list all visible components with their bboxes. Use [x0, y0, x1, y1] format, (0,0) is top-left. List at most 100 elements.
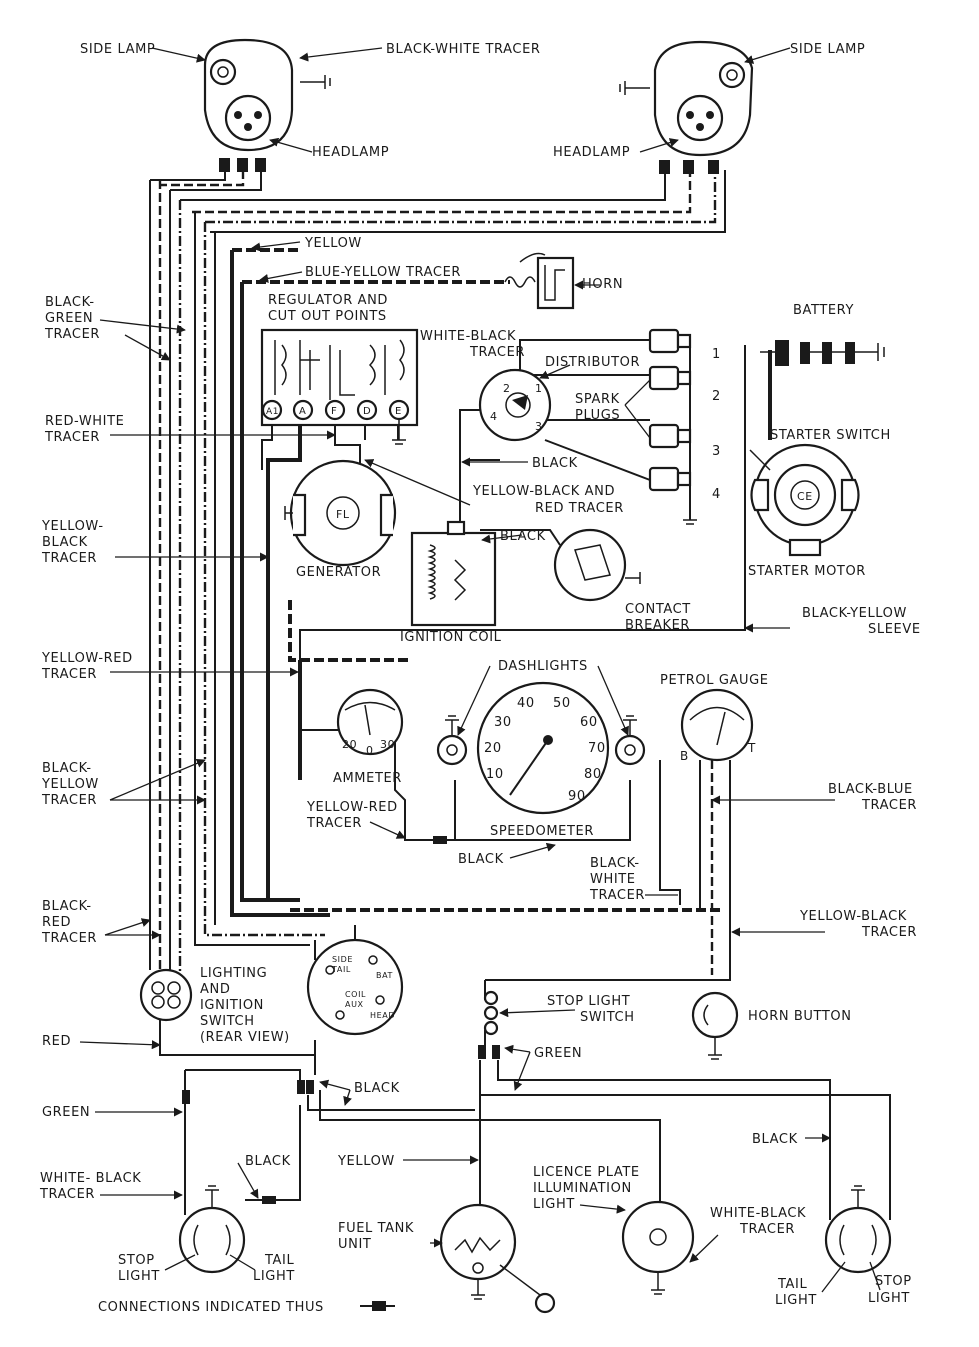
- label-stop-light-right-2: LIGHT: [868, 1291, 910, 1306]
- terminal-plug-4: 4: [712, 487, 721, 502]
- label-horn: HORN: [582, 277, 623, 292]
- label-yellow-black-left-1: YELLOW-: [41, 519, 104, 534]
- label-side-lamp-left: SIDE LAMP: [80, 42, 155, 57]
- label-starter-switch: STARTER SWITCH: [770, 428, 891, 443]
- terminal-sw-tail: TAIL: [331, 965, 351, 974]
- terminal-plug-2: 2: [712, 389, 721, 404]
- speedo-tick-80: 80: [584, 767, 602, 782]
- spark-plugs: [648, 328, 697, 525]
- label-black-right-lower: BLACK: [752, 1132, 798, 1147]
- terminal-reg-e: E: [395, 406, 402, 417]
- label-black-yellow-left-2: YELLOW: [41, 777, 99, 792]
- label-black-green-3: TRACER: [44, 327, 100, 342]
- label-tail-light-left-2: LIGHT: [253, 1269, 295, 1284]
- label-stop-light-switch-2: SWITCH: [580, 1010, 635, 1025]
- terminal-sw-coil: COIL: [345, 990, 366, 999]
- label-tail-light-left-1: TAIL: [264, 1253, 294, 1268]
- label-white-black-left-1: WHITE- BLACK: [40, 1171, 141, 1186]
- lighting-ignition-switch: [306, 938, 404, 1036]
- label-yellow-red-left-1: YELLOW-RED: [41, 651, 133, 666]
- label-spark-plugs-1: SPARK: [575, 392, 620, 407]
- label-petrol-gauge: PETROL GAUGE: [660, 673, 769, 688]
- rear-lamp-right: [824, 1185, 892, 1274]
- label-licence-1: LICENCE PLATE: [533, 1165, 640, 1180]
- terminal-dist-4: 4: [490, 410, 498, 423]
- label-lighting-4: SWITCH: [200, 1014, 255, 1029]
- battery: [760, 340, 885, 366]
- label-contact-breaker-2: BREAKER: [625, 618, 690, 633]
- connector-marks: [182, 836, 500, 1311]
- label-ammeter: AMMETER: [333, 771, 402, 786]
- label-black-red-1: BLACK-: [42, 899, 92, 914]
- label-stop-light-left-2: LIGHT: [118, 1269, 160, 1284]
- label-black-white-tracer-top: BLACK-WHITE TRACER: [386, 42, 541, 57]
- label-generator: GENERATOR: [296, 565, 381, 580]
- label-regulator-2: CUT OUT POINTS: [268, 309, 387, 324]
- distributor: [478, 368, 552, 442]
- label-lighting-1: LIGHTING: [200, 966, 267, 981]
- licence-plate-light: [621, 1200, 695, 1295]
- label-horn-button: HORN BUTTON: [748, 1009, 852, 1024]
- terminal-reg-d: D: [363, 406, 371, 417]
- wiring-harness: [149, 170, 891, 1220]
- terminal-ammeter-20: 20: [342, 738, 357, 751]
- label-yellow-red-left-2: TRACER: [41, 667, 97, 682]
- label-dashlights: DASHLIGHTS: [498, 659, 588, 674]
- speedo-tick-30: 30: [494, 715, 512, 730]
- label-headlamp-left: HEADLAMP: [312, 145, 389, 160]
- label-white-black-right-2: TRACER: [739, 1222, 795, 1237]
- connector-block-left: [139, 968, 193, 1022]
- ammeter: [336, 688, 404, 756]
- label-green-left: GREEN: [42, 1105, 90, 1120]
- label-white-black-right-1: WHITE-BLACK: [710, 1206, 806, 1221]
- label-fuel-tank-2: UNIT: [338, 1237, 371, 1252]
- label-black-speedo: BLACK: [458, 852, 504, 867]
- label-yellow-red-mid-2: TRACER: [306, 816, 362, 831]
- label-starter-motor: STARTER MOTOR: [748, 564, 866, 579]
- terminal-ammeter-0: 0: [366, 744, 374, 757]
- label-contact-breaker-1: CONTACT: [625, 602, 691, 617]
- speedo-tick-40: 40: [517, 696, 535, 711]
- fuel-tank-unit: [439, 1203, 556, 1314]
- label-connections: CONNECTIONS INDICATED THUS: [98, 1300, 324, 1315]
- terminal-dist-3: 3: [535, 420, 543, 433]
- label-distributor: DISTRIBUTOR: [545, 355, 640, 370]
- ignition-coil: [410, 520, 497, 627]
- label-fuel-tank-1: FUEL TANK: [338, 1221, 414, 1236]
- label-black-white-mid-2: WHITE: [590, 872, 636, 887]
- label-black-green-2: GREEN: [45, 311, 93, 326]
- label-battery: BATTERY: [793, 303, 854, 318]
- speedometer: [476, 681, 610, 815]
- speedo-tick-50: 50: [553, 696, 571, 711]
- label-yellow-top: YELLOW: [304, 236, 362, 251]
- label-yellow-black-right-2: TRACER: [861, 925, 917, 940]
- label-black-green-1: BLACK-: [45, 295, 95, 310]
- label-licence-3: LIGHT: [533, 1197, 575, 1212]
- leader-lines: [79, 47, 881, 1293]
- left-side-headlamp: [203, 38, 331, 172]
- contact-breaker: [553, 528, 641, 602]
- terminal-labels: A1 A F D E 1 2 3 4 1 2 3 4 FL CE 20 0 30…: [266, 347, 812, 1020]
- generator: [284, 459, 397, 567]
- starter-motor: [749, 443, 860, 557]
- dashlight-right: [614, 715, 646, 766]
- label-black-coil: BLACK: [500, 529, 546, 544]
- label-yellow-black-right-1: YELLOW-BLACK: [799, 909, 907, 924]
- terminal-reg-a1: A1: [266, 407, 279, 417]
- terminal-sw-side: SIDE: [332, 955, 353, 964]
- label-yellow-lower: YELLOW: [337, 1154, 395, 1169]
- regulator: [260, 328, 419, 445]
- label-green-right: GREEN: [534, 1046, 582, 1061]
- label-yellow-black-red-1: YELLOW-BLACK AND: [472, 484, 615, 499]
- label-black-mid: BLACK: [532, 456, 578, 471]
- label-speedometer: SPEEDOMETER: [490, 824, 594, 839]
- terminal-gen-fl: FL: [336, 508, 350, 521]
- label-stop-light-right-1: STOP: [875, 1274, 912, 1289]
- horn: [504, 252, 575, 310]
- speedo-tick-10: 10: [486, 767, 504, 782]
- label-yellow-black-red-2: RED TRACER: [535, 501, 624, 516]
- label-red-white-2: TRACER: [44, 430, 100, 445]
- stop-light-switch: [483, 990, 499, 1036]
- terminal-sw-aux: AUX: [345, 1000, 364, 1009]
